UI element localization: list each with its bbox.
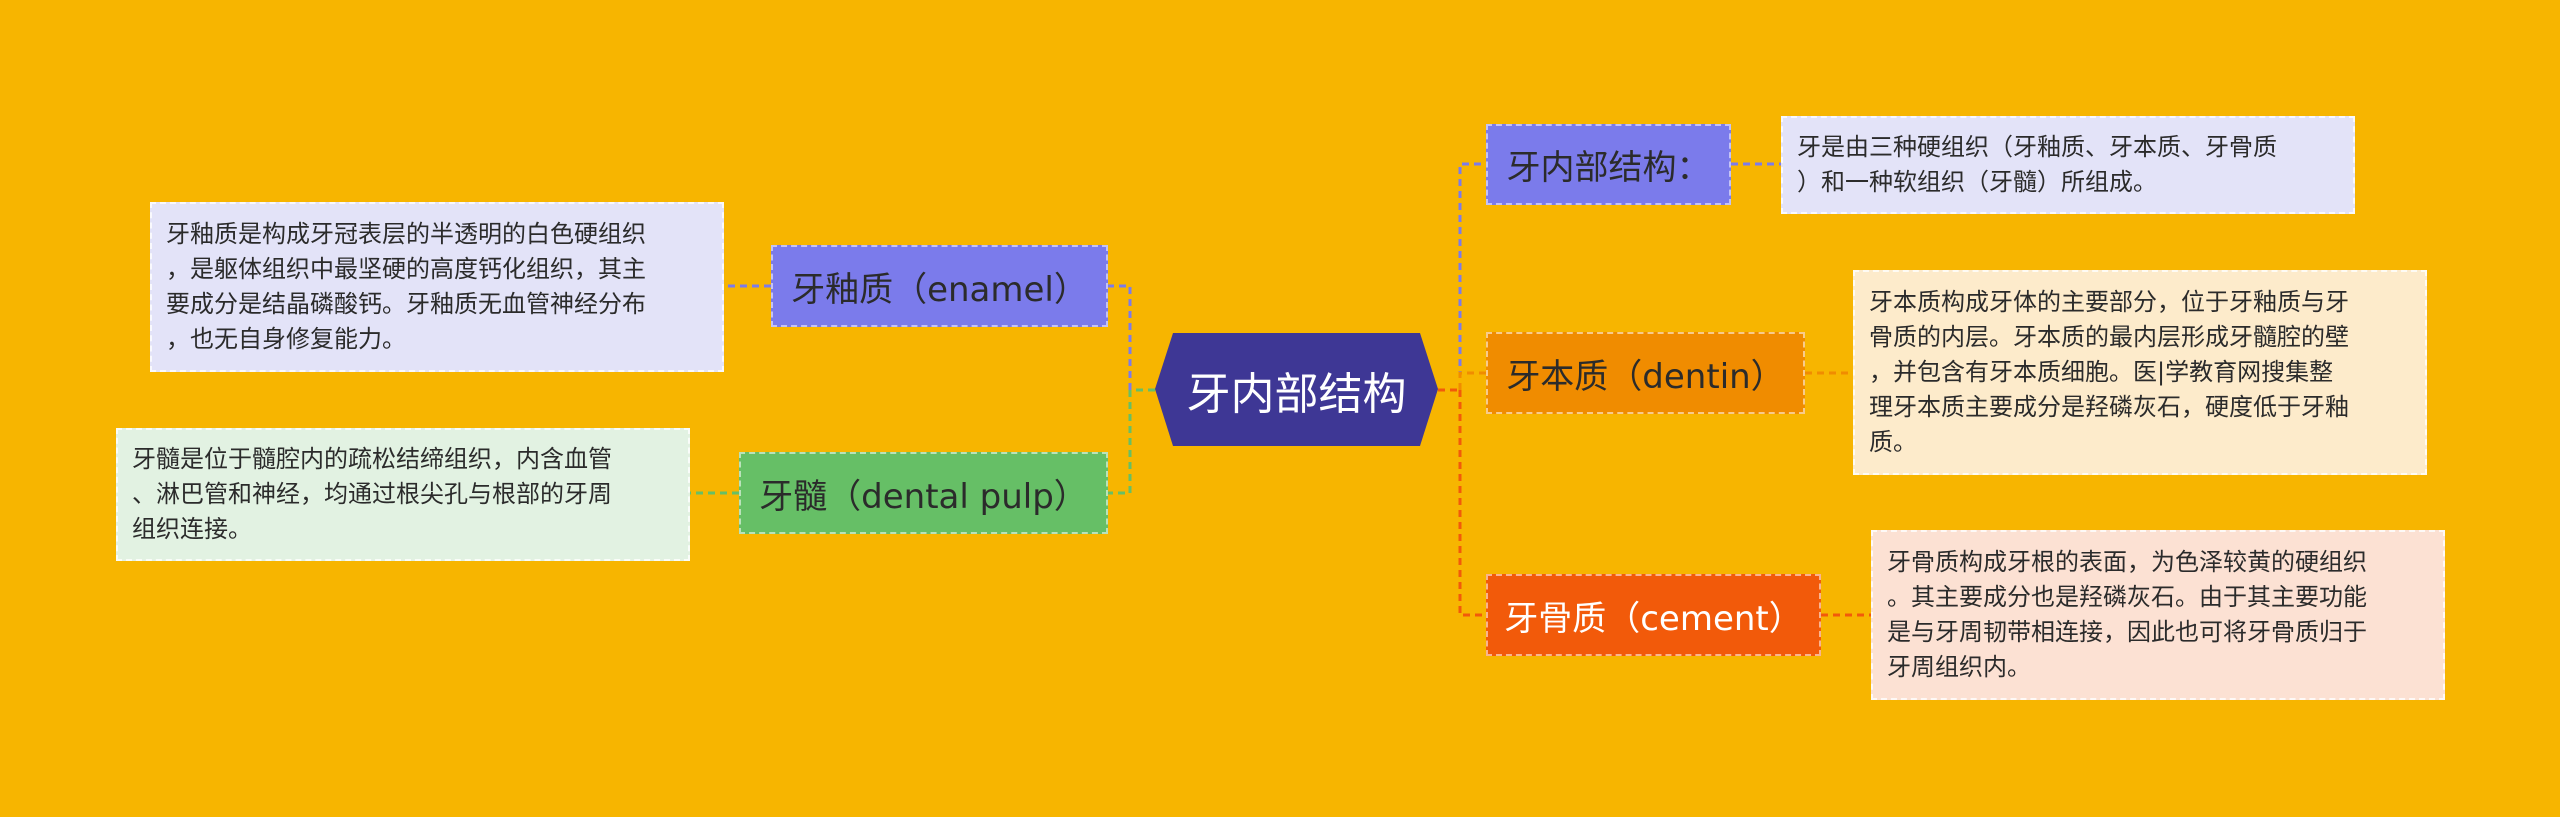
branch-dentin-label: 牙本质（dentin） bbox=[1506, 356, 1785, 397]
leaf-dentin-detail: 牙本质构成牙体的主要部分，位于牙釉质与牙 骨质的内层。牙本质的最内层形成牙髓腔的… bbox=[1853, 270, 2427, 475]
center-topic[interactable]: 牙内部结构 bbox=[1155, 333, 1438, 446]
leaf-dentin-line: 理牙本质主要成分是羟磷灰石，硬度低于牙釉 bbox=[1869, 393, 2349, 421]
leaf-structure-line: ）和一种软组织（牙髓）所组成。 bbox=[1797, 168, 2157, 196]
leaf-cement-detail: 牙骨质构成牙根的表面，为色泽较黄的硬组织 。其主要成分也是羟磷灰石。由于其主要功… bbox=[1871, 530, 2445, 700]
leaf-structure-detail: 牙是由三种硬组织（牙釉质、牙本质、牙骨质 ）和一种软组织（牙髓）所组成。 bbox=[1781, 116, 2355, 214]
center-hexagon bbox=[1155, 333, 1438, 446]
leaf-pulp-text: 牙髓是位于髓腔内的疏松结缔组织，内含血管 、淋巴管和神经，均通过根尖孔与根部的牙… bbox=[132, 442, 612, 547]
link-right-trunk-purple bbox=[1458, 162, 1486, 390]
leaf-pulp-detail: 牙髓是位于髓腔内的疏松结缔组织，内含血管 、淋巴管和神经，均通过根尖孔与根部的牙… bbox=[116, 428, 690, 561]
leaf-cement-line: 是与牙周韧带相连接，因此也可将牙骨质归于 bbox=[1887, 618, 2367, 646]
link-right-trunk-red bbox=[1458, 390, 1486, 617]
leaf-cement-text: 牙骨质构成牙根的表面，为色泽较黄的硬组织 。其主要成分也是羟磷灰石。由于其主要功… bbox=[1887, 545, 2367, 685]
leaf-enamel-line: 牙釉质是构成牙冠表层的半透明的白色硬组织 bbox=[166, 220, 646, 248]
branch-structure[interactable]: 牙内部结构： bbox=[1486, 124, 1731, 205]
leaf-enamel-line: 要成分是结晶磷酸钙。牙釉质无血管神经分布 bbox=[166, 290, 646, 318]
branch-dentin[interactable]: 牙本质（dentin） bbox=[1486, 332, 1805, 414]
leaf-enamel-line: ，是躯体组织中最坚硬的高度钙化组织，其主 bbox=[166, 255, 646, 283]
link-right-trunk-orange bbox=[1458, 371, 1486, 390]
leaf-structure-line: 牙是由三种硬组织（牙釉质、牙本质、牙骨质 bbox=[1797, 133, 2277, 161]
leaf-pulp-line: 、淋巴管和神经，均通过根尖孔与根部的牙周 bbox=[132, 480, 612, 508]
branch-pulp[interactable]: 牙髓（dental pulp） bbox=[739, 452, 1108, 534]
leaf-dentin-line: 牙本质构成牙体的主要部分，位于牙釉质与牙 bbox=[1869, 288, 2349, 316]
leaf-pulp-line: 组织连接。 bbox=[132, 515, 252, 543]
leaf-enamel-text: 牙釉质是构成牙冠表层的半透明的白色硬组织 ，是躯体组织中最坚硬的高度钙化组织，其… bbox=[166, 217, 646, 357]
leaf-dentin-line: 骨质的内层。牙本质的最内层形成牙髓腔的壁 bbox=[1869, 323, 2349, 351]
leaf-pulp-line: 牙髓是位于髓腔内的疏松结缔组织，内含血管 bbox=[132, 445, 612, 473]
leaf-dentin-text: 牙本质构成牙体的主要部分，位于牙釉质与牙 骨质的内层。牙本质的最内层形成牙髓腔的… bbox=[1869, 285, 2349, 460]
branch-cement[interactable]: 牙骨质（cement） bbox=[1486, 574, 1821, 656]
branch-structure-label: 牙内部结构： bbox=[1506, 148, 1711, 188]
leaf-cement-line: 。其主要成分也是羟磷灰石。由于其主要功能 bbox=[1887, 583, 2367, 611]
center-hexagon-shape bbox=[1155, 333, 1438, 446]
leaf-structure-text: 牙是由三种硬组织（牙釉质、牙本质、牙骨质 ）和一种软组织（牙髓）所组成。 bbox=[1797, 130, 2277, 200]
leaf-cement-line: 牙骨质构成牙根的表面，为色泽较黄的硬组织 bbox=[1887, 548, 2367, 576]
branch-pulp-label: 牙髓（dental pulp） bbox=[759, 476, 1088, 517]
branch-cement-label: 牙骨质（cement） bbox=[1504, 598, 1803, 639]
leaf-enamel-line: ，也无自身修复能力。 bbox=[166, 325, 406, 353]
leaf-dentin-line: ，并包含有牙本质细胞。医|学教育网搜集整 bbox=[1869, 358, 2334, 386]
link-left-trunk-pulp bbox=[1108, 390, 1132, 495]
leaf-enamel-detail: 牙釉质是构成牙冠表层的半透明的白色硬组织 ，是躯体组织中最坚硬的高度钙化组织，其… bbox=[150, 202, 724, 372]
link-left-trunk-enamel bbox=[1108, 284, 1132, 390]
leaf-dentin-line: 质。 bbox=[1869, 428, 1917, 456]
center-topic-label: 牙内部结构 bbox=[1186, 368, 1407, 420]
branch-enamel[interactable]: 牙釉质（enamel） bbox=[771, 245, 1108, 327]
branch-enamel-label: 牙釉质（enamel） bbox=[791, 269, 1088, 310]
leaf-cement-line: 牙周组织内。 bbox=[1887, 653, 2031, 681]
